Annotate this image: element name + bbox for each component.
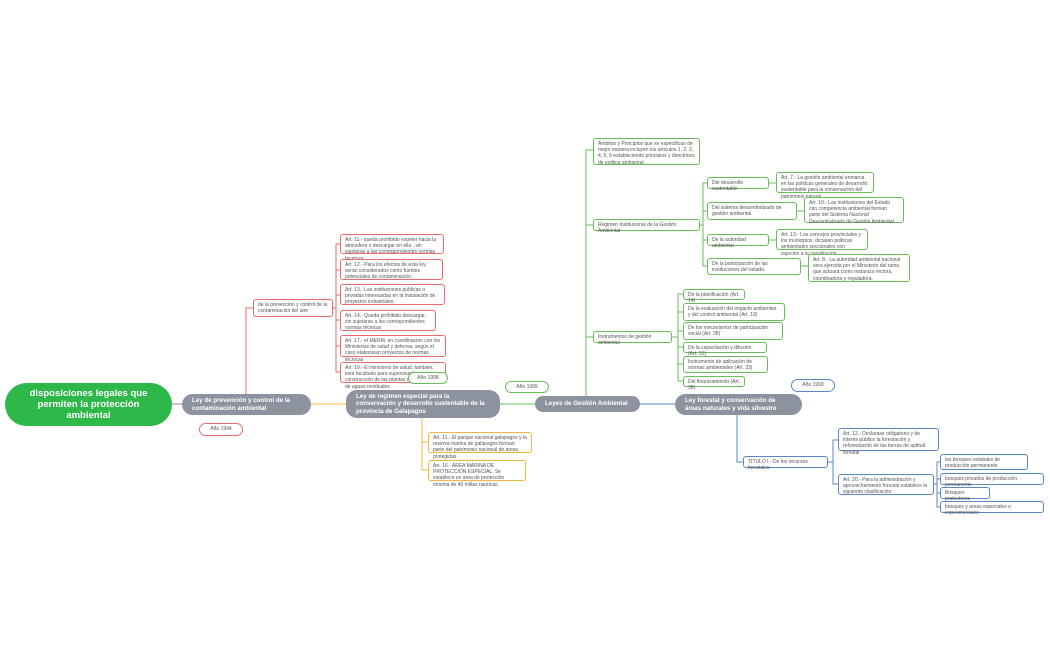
- instrumento-financiamiento[interactable]: Del financiamiento (Art. 38): [683, 376, 745, 391]
- year-badge-gestion: Año 1999: [505, 381, 549, 393]
- gestion-instrumentos[interactable]: Instrumentos de gestión ambiental: [593, 331, 672, 346]
- subtopic-contaminacion-aire[interactable]: de la prevención y control de la contami…: [253, 299, 333, 317]
- regimen-item-participacion[interactable]: De la participación de las instituciones…: [707, 258, 801, 275]
- article-contaminacion-19[interactable]: Art. 19.- El ministerio de salud, tambie…: [340, 362, 446, 390]
- bosque-protectores[interactable]: Bosques protectores: [940, 487, 990, 502]
- article-contaminacion-17[interactable]: Art. 17.- el MERM, en coordinación con l…: [340, 335, 446, 363]
- forestal-art-12[interactable]: Art. 12.- Declarase obligatorio y de int…: [838, 428, 939, 456]
- topic-ley-forestal[interactable]: Ley forestal y conservación de áreas nat…: [675, 394, 802, 415]
- instrumento-planificacion[interactable]: De la planificación (Art. 14): [683, 289, 745, 304]
- gestion-regimen-institucional[interactable]: Regimen Institucional de la Gestión Ambi…: [593, 219, 700, 234]
- article-contaminacion-12[interactable]: Art. 12.- Para los efectos de esta ley, …: [340, 259, 443, 280]
- forestal-art-20[interactable]: Art. 20.- Para la administración y aprov…: [838, 474, 934, 495]
- regimen-item-sistema[interactable]: Del sistema descentralizado de gestión a…: [707, 202, 797, 220]
- regimen-item-autoridad[interactable]: De la autoridad ambiental: [707, 234, 769, 249]
- regimen-item-desarrollo[interactable]: Del desarrollo sustentable: [707, 177, 769, 192]
- root-topic[interactable]: disposiciones legales que permiten la pr…: [5, 383, 172, 426]
- regimen-detail-sistema[interactable]: Art. 10.- Las instituciones del Estado c…: [804, 197, 904, 225]
- regimen-detail-desarrollo[interactable]: Art. 7.- La gestión ambiental enmarca en…: [776, 172, 874, 200]
- topic-gestion-ambiental[interactable]: Leyes de Gestión Ambiental: [535, 396, 640, 412]
- regimen-detail-participacion[interactable]: Art. 8.- La autoridad ambiental nacional…: [808, 254, 910, 282]
- instrumento-capacitacion[interactable]: De la capacitación y difusión (Art. 31): [683, 342, 767, 357]
- article-contaminacion-11[interactable]: Art. 11.- queda prohibido expeler hacia …: [340, 234, 444, 262]
- gestion-ambitos[interactable]: Ámbitos y Principios que se especifican …: [593, 138, 700, 166]
- bosque-areas-especiales[interactable]: bosques y areas especiales o experimenta…: [940, 501, 1044, 516]
- regimen-detail-autoridad[interactable]: Art. 13.- Los concejos provinciales y lo…: [776, 229, 868, 257]
- topic-galapagos[interactable]: Ley de regimen especial para la conserva…: [346, 390, 500, 418]
- article-contaminacion-13[interactable]: Art. 13.- Las instituciones públicas o p…: [340, 284, 445, 305]
- bosque-privados[interactable]: bosques privados de producción permanent…: [940, 473, 1044, 488]
- forestal-titulo-i[interactable]: TITULO I - De los recursos forestales: [743, 456, 828, 471]
- instrumento-evaluacion[interactable]: De la evaluación del impacto ambientes y…: [683, 303, 785, 321]
- year-badge-contaminacion: Año 1994: [199, 423, 243, 436]
- instrumento-participacion-social[interactable]: De los mecanismos de participación socia…: [683, 322, 783, 340]
- article-galapagos-16[interactable]: Art. 16.- AREA MARINA DE PROTECCIÓN ESPE…: [428, 460, 526, 488]
- article-contaminacion-14[interactable]: Art. 14.- Queda prohibido descargar, sin…: [340, 310, 436, 331]
- year-badge-overlay: Año 1998: [408, 372, 448, 384]
- article-galapagos-11[interactable]: Art. 11.- El parque nacional galapagos y…: [428, 432, 532, 460]
- instrumento-aplicacion-normas[interactable]: Instrumento de aplicación de normas ambi…: [683, 356, 768, 373]
- year-badge-forestal: Año 1999: [791, 379, 835, 392]
- topic-contaminacion[interactable]: Ley de prevención y control de la contam…: [182, 394, 311, 415]
- bosque-estatales[interactable]: los bosques estatales de producción perm…: [940, 454, 1028, 470]
